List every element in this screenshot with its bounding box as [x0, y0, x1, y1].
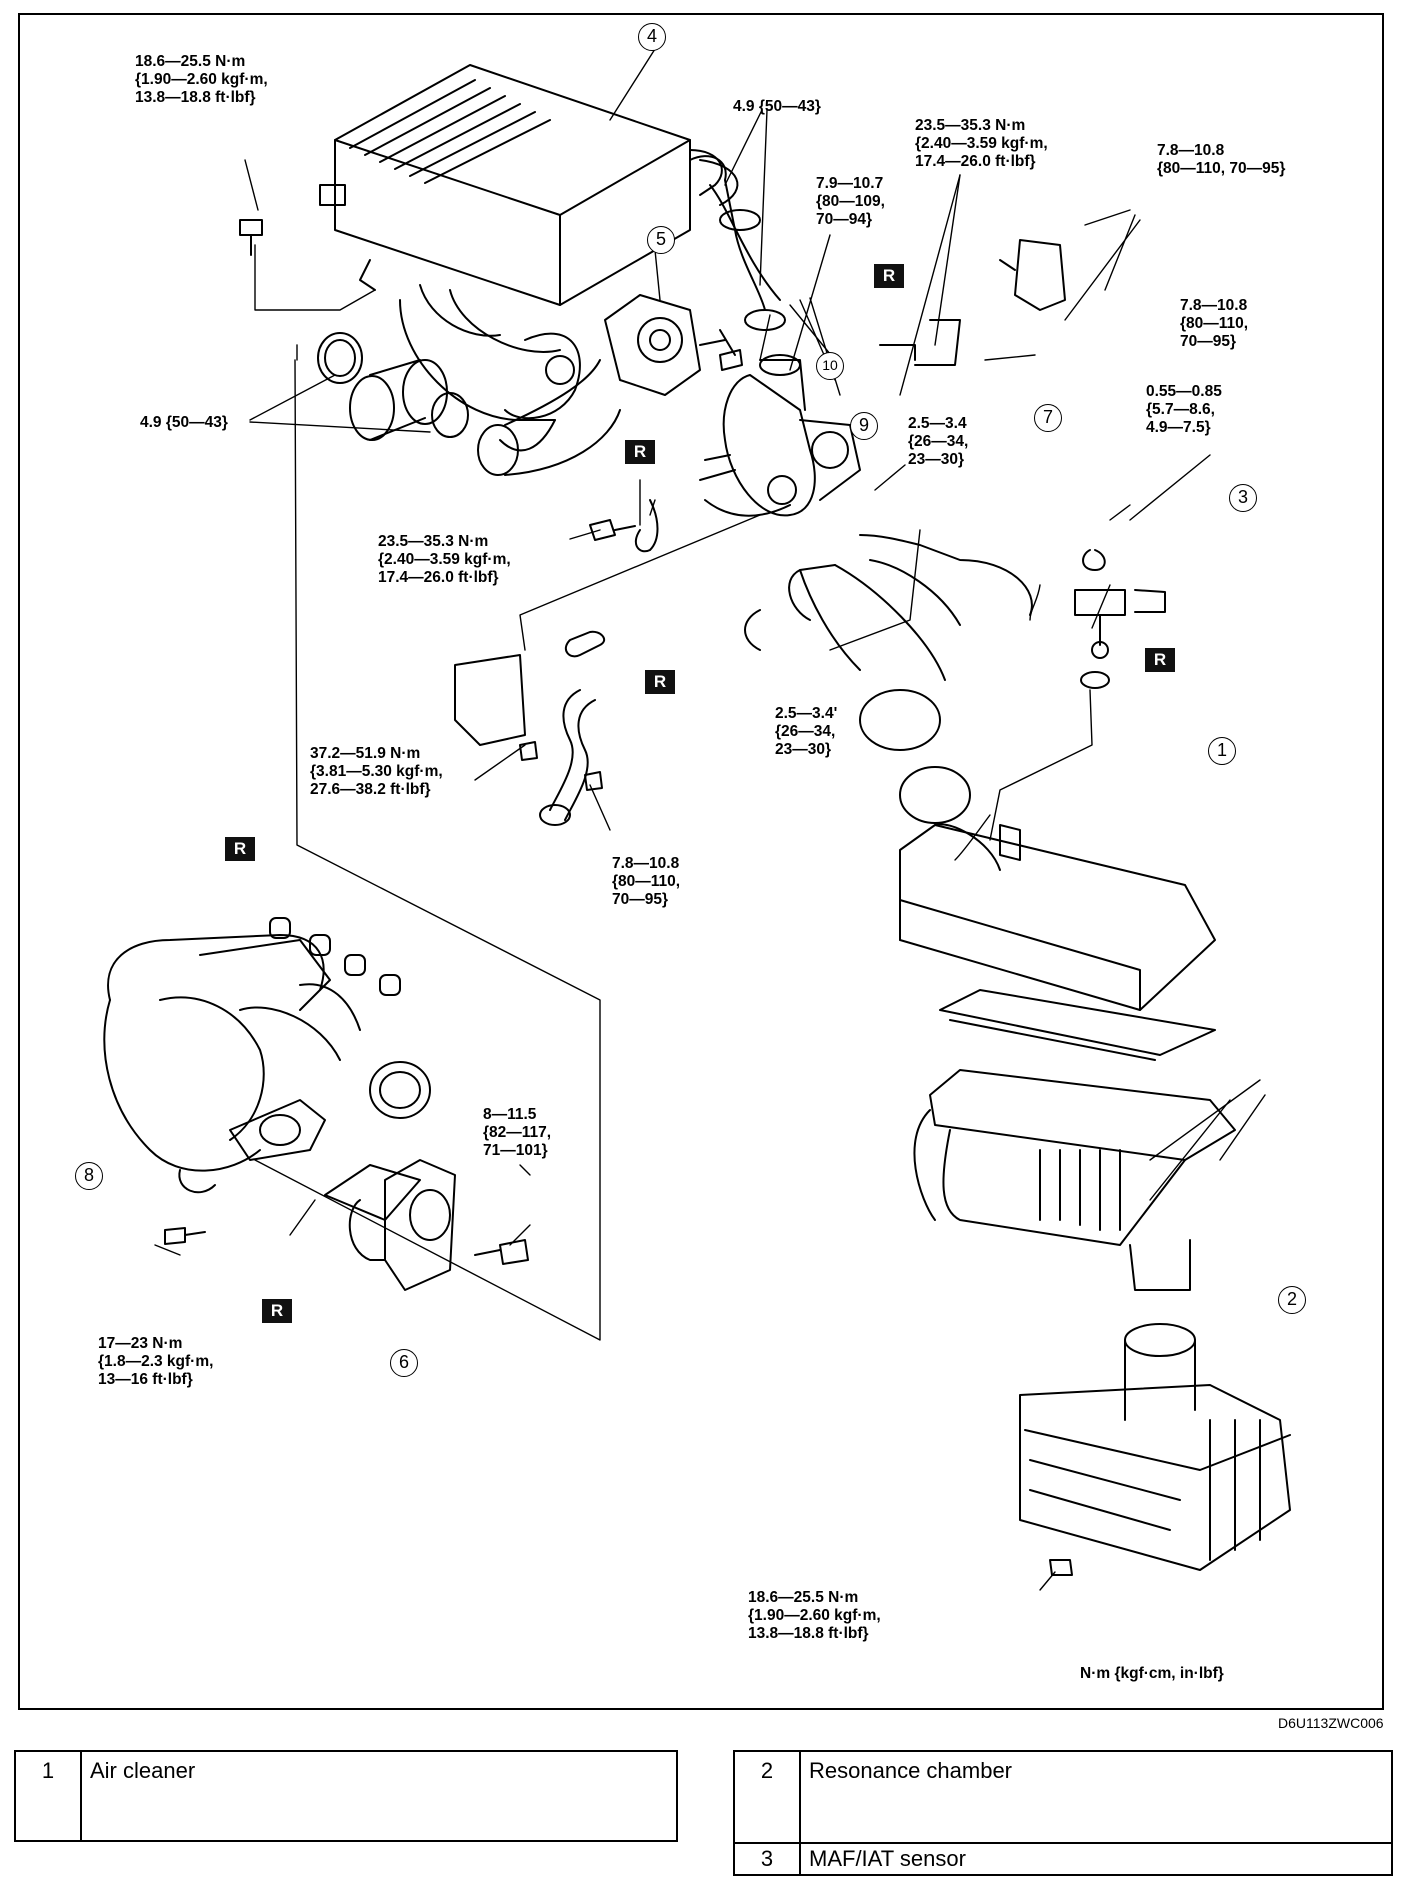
legend-row: 3 MAF/IAT sensor: [733, 1842, 1393, 1876]
torque-pipe-bolt: 7.8—10.8 {80—110, 70—95}: [612, 855, 681, 908]
callout-7: 7: [1034, 404, 1062, 432]
gaskets-drawing: [269, 917, 421, 1221]
replace-marker: R: [262, 1299, 292, 1323]
legend-table-left: 1 Air cleaner: [14, 1750, 678, 1842]
callout-6: 6: [390, 1349, 418, 1377]
diagram-frame: [18, 13, 1384, 1710]
left-hose-drawing: [317, 332, 621, 476]
oil-pipes-drawing: [454, 499, 659, 826]
intake-manifold-drawing: [103, 934, 431, 1194]
legend-label: Air cleaner: [80, 1750, 678, 1842]
torque-oil-return: 37.2—51.9 N·m {3.81—5.30 kgf·m, 27.6—38.…: [310, 745, 443, 798]
torque-clamp-cleaner: 2.5—3.4' {26—34, 23—30}: [775, 705, 838, 758]
legend-row: 2 Resonance chamber: [733, 1750, 1393, 1844]
callout-8: 8: [75, 1162, 103, 1190]
turbocharger-drawing: [699, 354, 861, 517]
air-cleaner-drawing: [899, 823, 1236, 1291]
torque-maf-screw: 0.55—0.85 {5.7—8.6, 4.9—7.5}: [1146, 383, 1222, 436]
torque-chamber-nut: 18.6—25.5 N·m {1.90—2.60 kgf·m, 13.8—18.…: [748, 1589, 881, 1642]
callout-5: 5: [647, 226, 675, 254]
legend-table-right: 2 Resonance chamber 3 MAF/IAT sensor: [733, 1750, 1393, 1876]
upper-right-bracket-drawing: [879, 239, 1066, 366]
callout-1: 1: [1208, 737, 1236, 765]
torque-oil-pipe-top: 23.5—35.3 N·m {2.40—3.59 kgf·m, 17.4—26.…: [915, 117, 1048, 170]
callout-4: 4: [638, 23, 666, 51]
legend-label: MAF/IAT sensor: [799, 1842, 1393, 1876]
callout-3: 3: [1229, 484, 1257, 512]
bypass-valve-drawing: [604, 294, 736, 396]
torque-clamp-turbo: 2.5—3.4 {26—34, 23—30}: [908, 415, 969, 468]
legend-number: 3: [733, 1842, 801, 1876]
bolts-drawing: [164, 219, 1073, 1576]
torque-manifold-bolt: 17—23 N·m {1.8—2.3 kgf·m, 13—16 ft·lbf}: [98, 1335, 214, 1388]
torque-bracket-bolt-b: 7.8—10.8 {80—110, 70—95}: [1157, 142, 1286, 177]
torque-oil-pipe-mid: 23.5—35.3 N·m {2.40—3.59 kgf·m, 17.4—26.…: [378, 533, 511, 586]
legend-number: 2: [733, 1750, 801, 1844]
throttle-body-drawing: [348, 1159, 456, 1291]
torque-intercooler-bolt: 18.6—25.5 N·m {1.90—2.60 kgf·m, 13.8—18.…: [135, 53, 268, 106]
upper-hose-drawing: [689, 155, 786, 331]
torque-throttle-bolt: 8—11.5 {82—117, 71—101}: [483, 1106, 552, 1159]
resonance-chamber-drawing: [1019, 1323, 1291, 1571]
units-note: N·m {kgf·cm, in·lbf}: [1080, 1665, 1224, 1682]
intercooler-drawing: [319, 64, 739, 452]
torque-hose-clamp-left: 4.9 {50—43}: [140, 414, 228, 431]
replace-marker: R: [645, 670, 675, 694]
legend-number: 1: [14, 1750, 82, 1842]
legend-label: Resonance chamber: [799, 1750, 1393, 1844]
torque-bracket-bolt-c: 7.8—10.8 {80—110, 70—95}: [1180, 297, 1249, 350]
replace-marker: R: [625, 440, 655, 464]
torque-hose-clamp-top: 4.9 {50—43}: [733, 98, 821, 115]
torque-bracket-bolt-a: 7.9—10.7 {80—109, 70—94}: [816, 175, 885, 228]
callout-10: 10: [816, 352, 844, 380]
lower-clamp-drawing: [899, 766, 971, 824]
leader-lines: [154, 48, 1266, 1591]
legend-row: 1 Air cleaner: [14, 1750, 678, 1842]
replace-marker: R: [874, 264, 904, 288]
replace-marker: R: [1145, 648, 1175, 672]
callout-9: 9: [850, 412, 878, 440]
replace-marker: R: [225, 837, 255, 861]
callout-2: 2: [1278, 1286, 1306, 1314]
air-hose-drawing: [744, 534, 1033, 751]
figure-code: D6U113ZWC006: [1278, 1715, 1384, 1731]
